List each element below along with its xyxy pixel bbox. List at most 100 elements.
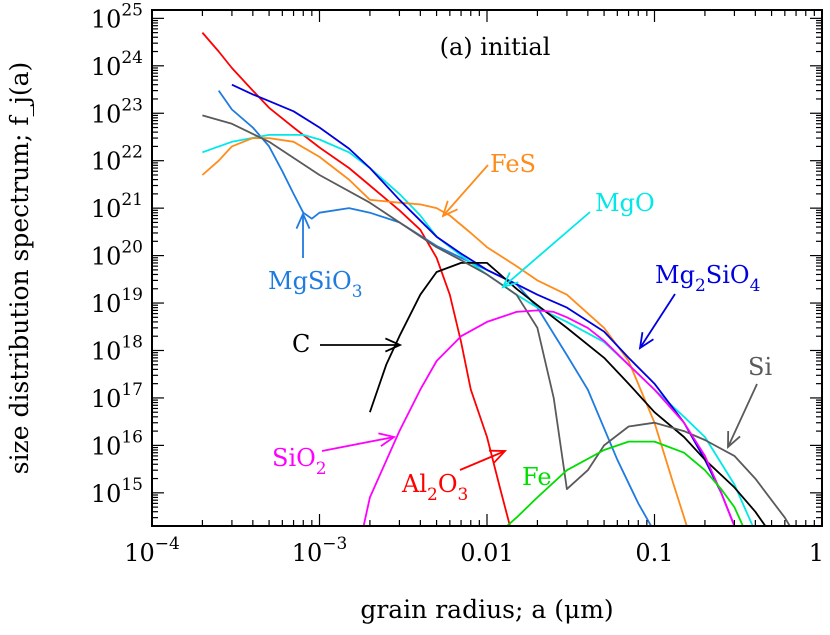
y-tick-label: 1022 [91,143,143,176]
annotation-label-MgO: MgO [595,189,655,217]
annotation-label-base: Fe [522,463,552,491]
annotation-label-base: Al [401,470,427,498]
y-tick-label-base: 10 [91,385,122,413]
annotation-label-Si: Si [748,353,772,381]
y-tick-label-base: 10 [91,337,122,365]
annotation-label-base: Si [748,353,772,381]
annotation-arrowhead-FeS [441,200,458,218]
annotation-label-base: SiO [272,444,316,472]
y-tick-label-base: 10 [91,195,122,223]
series-line-Mg2SiO4 [231,83,736,526]
annotation-arrowhead-Al2O3 [488,449,508,464]
annotation-label-sub: 2 [316,459,327,479]
x-tick-label-base: 0.1 [635,539,673,567]
series-line-SiO2 [362,309,736,526]
y-tick-label-base: 10 [91,480,122,508]
y-tick-label-exp: 22 [121,143,143,163]
y-tick-label-exp: 24 [121,48,143,68]
annotation-label-Al2O3: Al2O3 [401,470,468,505]
y-tick-label: 1017 [91,380,143,413]
x-tick-label: 0.01 [460,539,513,567]
annotation-label-FeS: FeS [490,150,536,178]
x-tick-label-base: 10 [124,539,155,567]
annotation-label-base: C [292,330,310,358]
y-tick-label-base: 10 [91,148,122,176]
annotation-label-sub: 2 [427,485,438,505]
y-tick-label-exp: 16 [121,427,143,447]
y-tick-label: 1018 [91,332,143,365]
series-line-Fe [505,440,744,526]
annotation-arrows [295,164,758,471]
annotation-label-sub: 4 [750,276,761,296]
y-tick-label: 1019 [91,285,143,318]
annotation-arrowhead-MgO [501,272,519,289]
x-tick-label-base: 10 [292,539,323,567]
x-tick-label: 10−4 [124,534,180,567]
y-tick-label-base: 10 [91,290,122,318]
y-tick-label-exp: 19 [121,285,143,305]
series-line-C [369,261,767,526]
annotation-label-SiO2: SiO2 [272,444,327,479]
annotation-arrowhead-C [385,337,403,353]
annotation-arrowhead-MgSiO3 [295,211,311,229]
y-tick-label-base: 10 [91,432,122,460]
annotation-arrow-line-FeS [442,164,489,217]
series-line-MgSiO3 [217,90,653,526]
annotation-label-base: MgSiO [268,267,352,295]
y-tick-label-base: 10 [91,243,122,271]
y-tick-label: 1023 [91,95,143,128]
x-tick-label: 0.1 [635,539,673,567]
y-tick-label: 1021 [91,190,143,223]
y-tick-label-exp: 17 [121,380,143,400]
annotation-arrow-line-Si [727,383,758,448]
annotation-arrow-line-MgO [502,211,591,288]
y-tick-labels: 1015101610171018101910201021102210231024… [91,0,143,507]
annotation-label-sub: 3 [458,485,469,505]
annotation-label-sub: 3 [352,282,363,302]
y-tick-label: 1020 [91,238,143,271]
y-tick-label: 1015 [91,475,143,508]
y-tick-label-base: 10 [91,53,122,81]
series-line-Al2O3 [201,32,511,526]
series-layer [201,32,791,526]
annotation-arrowhead-Si [727,430,741,450]
series-line-MgO [202,133,754,526]
y-tick-label-base: 10 [91,5,122,33]
annotation-label-Fe: Fe [522,463,552,491]
annotation-arrowhead-Mg2SiO4 [638,332,654,350]
annotation-label-base: MgO [595,189,655,217]
y-tick-label-base: 10 [91,100,122,128]
x-tick-label: 10−3 [292,534,348,567]
x-tick-label-exp: −3 [322,534,347,554]
x-tick-label: 1 [809,539,824,567]
y-tick-label-exp: 25 [121,0,143,20]
annotation-arrow-line-Mg2SiO4 [639,293,676,349]
annotation-label-tail: SiO [706,261,750,289]
y-tick-label: 1024 [91,48,143,81]
annotation-arrow-line-Al2O3 [459,450,506,471]
annotation-label-base: FeS [490,150,536,178]
annotation-label-Mg2SiO4: Mg2SiO4 [655,261,760,296]
x-tick-label-base: 1 [809,539,824,567]
annotation-label-C: C [292,330,310,358]
x-axis-label: grain radius; a (μm) [360,595,613,624]
y-tick-label-exp: 18 [121,332,143,352]
y-tick-label-exp: 15 [121,475,143,495]
y-tick-label-exp: 21 [121,190,143,210]
y-tick-label-exp: 23 [121,95,143,115]
plot-frame [151,9,823,527]
annotation-label-tail: O [438,470,458,498]
chart-title: (a) initial [440,33,551,61]
y-axis-label: size distribution spectrum; f_j(a) [5,62,34,475]
x-tick-label-exp: −4 [155,534,180,554]
series-line-FeS [201,137,688,526]
annotation-label-MgSiO3: MgSiO3 [268,267,363,302]
x-tick-label-base: 0.01 [460,539,513,567]
y-tick-label: 1016 [91,427,143,460]
y-tick-label: 1025 [91,0,143,33]
annotation-arrow-line-SiO2 [321,436,395,452]
annotation-label-base: Mg [655,261,695,289]
